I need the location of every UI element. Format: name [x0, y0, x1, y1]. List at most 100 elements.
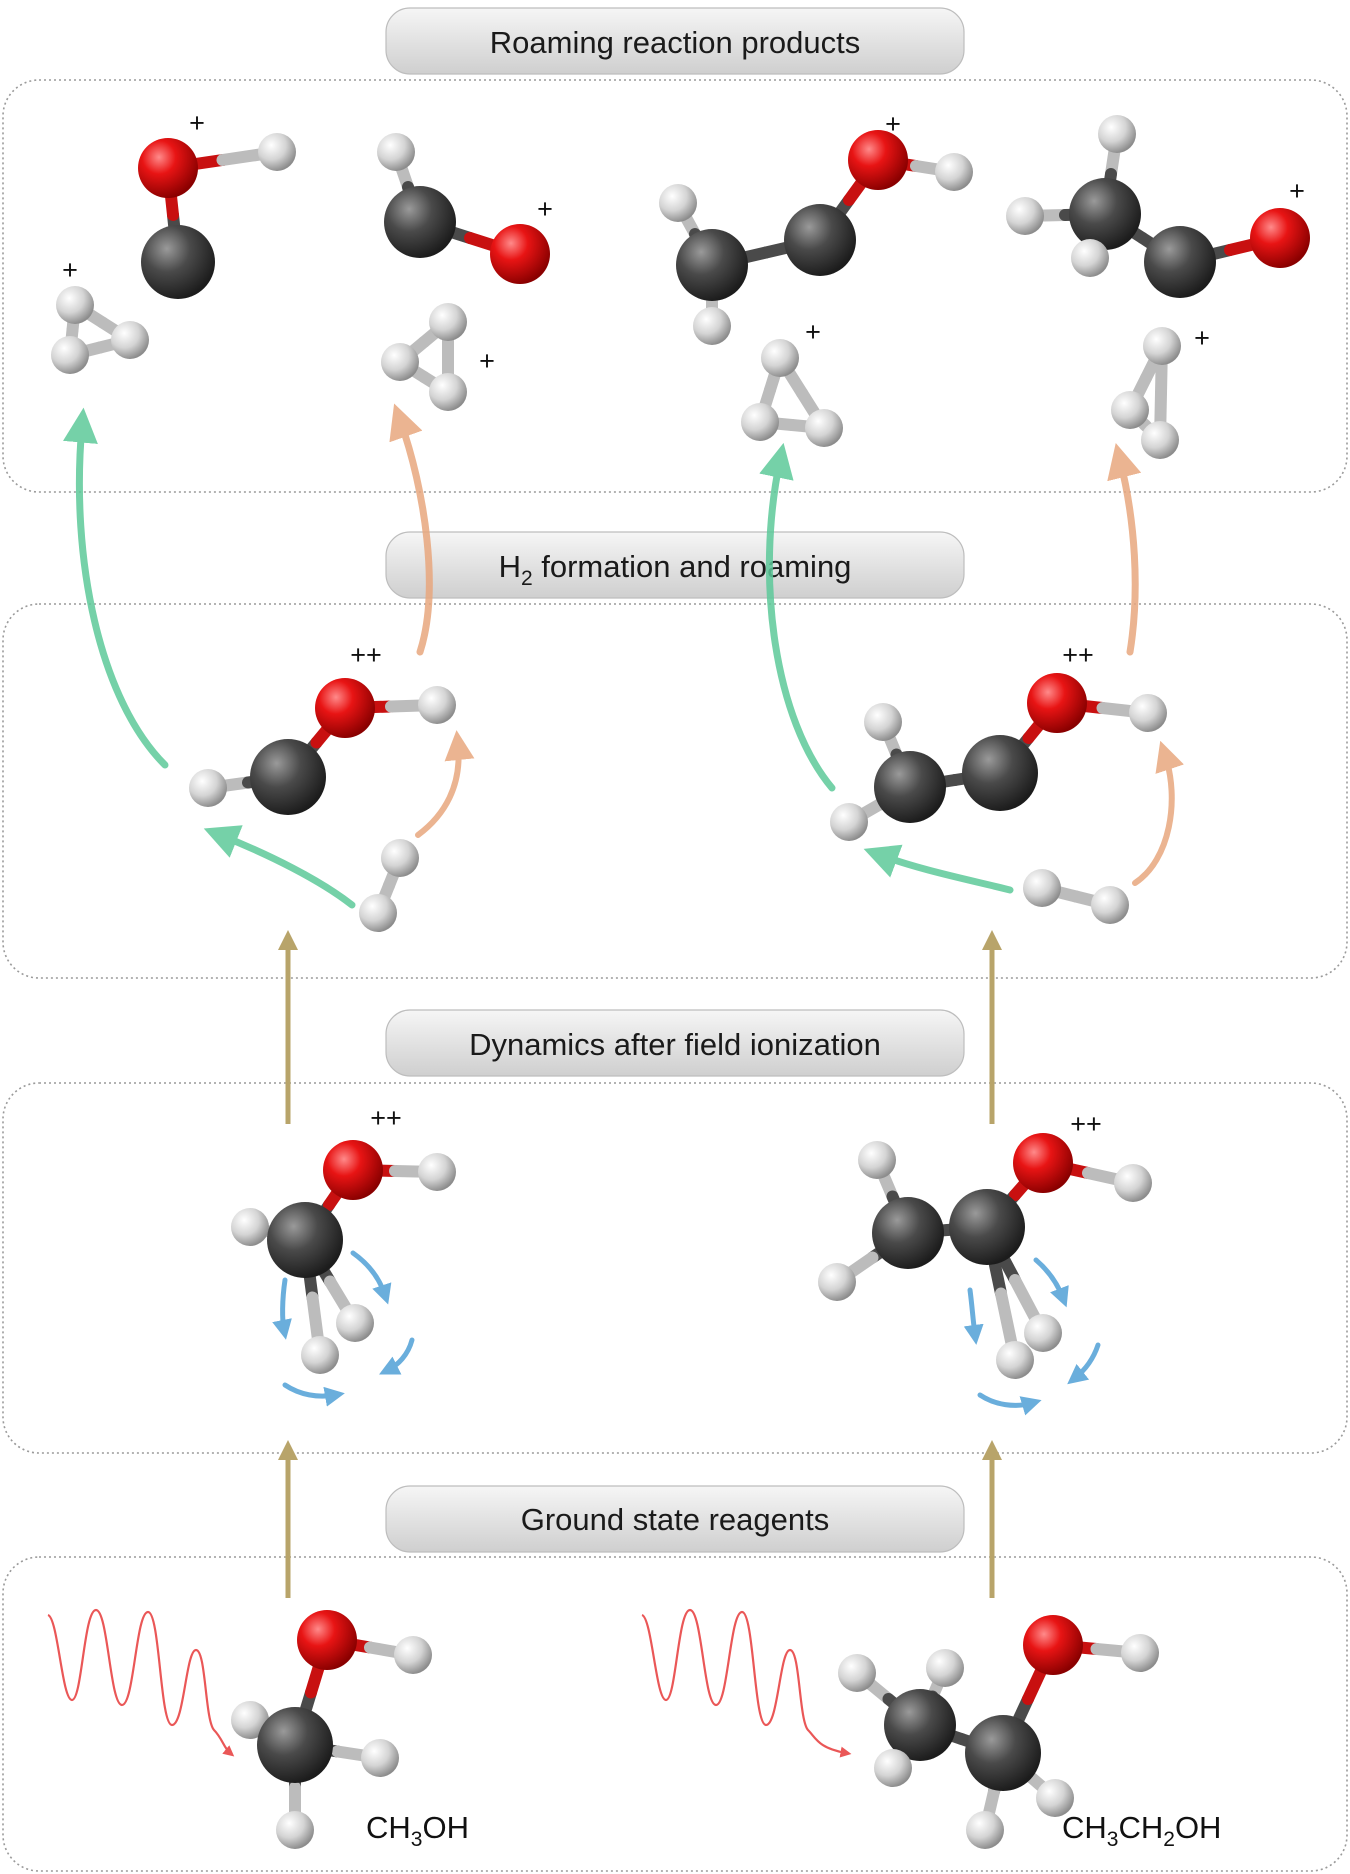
carbon-atom — [141, 225, 215, 299]
charge-label: + — [62, 255, 78, 285]
banner-h2-formation-label: H2 formation and roaming — [499, 549, 852, 590]
hydrogen-atom — [805, 409, 843, 447]
ethanol-formula: CH3CH2OH — [1062, 1810, 1221, 1851]
blue-motion-arrow — [1067, 1342, 1101, 1385]
hydrogen-atom — [1114, 1164, 1152, 1202]
orange-path-arrow — [415, 730, 475, 838]
green-path-arrow — [63, 407, 169, 769]
charge-label: + — [885, 109, 901, 139]
banner-dynamics: Dynamics after field ionization — [385, 1009, 965, 1077]
hydrogen-atom — [996, 1341, 1034, 1379]
hydrogen-atom — [258, 133, 296, 171]
hydrogen-atom — [966, 1811, 1004, 1849]
carbon-atom — [965, 1715, 1041, 1791]
carbon-atom — [962, 735, 1038, 811]
product-c2h3o-right2 — [1006, 115, 1310, 298]
hydrogen-atom — [818, 1263, 856, 1301]
hydrogen-atom — [381, 839, 419, 877]
hydrogen-atom — [926, 1649, 964, 1687]
hydrogen-atom — [830, 803, 868, 841]
panel-h2-formation — [2, 603, 1348, 979]
hydrogen-atom — [1098, 115, 1136, 153]
hydrogen-atom — [874, 1749, 912, 1787]
hydrogen-atom — [1006, 197, 1044, 235]
hydrogen-atom — [858, 1141, 896, 1179]
oxygen-atom — [138, 138, 198, 198]
hydrogen-atom — [659, 184, 697, 222]
carbon-atom — [872, 1197, 944, 1269]
vibration-arrows — [272, 1250, 1101, 1416]
laser-pulse-icon — [641, 1608, 852, 1758]
product-c2h3o-right — [659, 130, 973, 345]
carbon-atom — [250, 739, 326, 815]
green-path-arrow — [203, 825, 356, 909]
laser-pulses — [47, 1608, 852, 1758]
hydrogen-atom — [1071, 239, 1109, 277]
product-h3-left2 — [381, 303, 467, 411]
hydrogen-atom — [276, 1811, 314, 1849]
carbon-atom — [784, 204, 856, 276]
banner-ground-label: Ground state reagents — [521, 1502, 829, 1537]
hydrogen-atom — [761, 339, 799, 377]
oxygen-atom — [323, 1140, 383, 1200]
blue-motion-arrow — [1033, 1257, 1069, 1308]
hydrogen-atom — [1141, 421, 1179, 459]
charges: + + + + + + + + ++ ++ ++ ++ — [62, 108, 1305, 1139]
carbon-atom — [267, 1202, 343, 1278]
charge-label: ++ — [1070, 1109, 1102, 1139]
hydrogen-atom — [361, 1739, 399, 1777]
hydrogen-atom — [231, 1208, 269, 1246]
roaming-methanol — [189, 678, 456, 932]
ground-methanol — [231, 1610, 432, 1849]
hydrogen-atom — [935, 153, 973, 191]
blue-motion-arrow — [350, 1250, 392, 1305]
product-h3-left — [51, 286, 149, 374]
charge-label: + — [1289, 176, 1305, 206]
hydrogen-atom — [336, 1304, 374, 1342]
carbon-atom — [884, 1689, 956, 1761]
oxygen-atom — [1013, 1133, 1073, 1193]
blue-motion-arrow — [379, 1337, 415, 1375]
hydrogen-atom — [1024, 1314, 1062, 1352]
hydrogen-atom — [301, 1336, 339, 1374]
hydrogen-atom — [51, 336, 89, 374]
panel-dynamics — [2, 1082, 1348, 1454]
blue-motion-arrow — [977, 1392, 1042, 1416]
orange-path-arrow — [1107, 443, 1142, 656]
hydrogen-atom — [741, 403, 779, 441]
charge-label: + — [479, 346, 495, 376]
carbon-atom — [257, 1707, 333, 1783]
hydrogen-atom — [429, 373, 467, 411]
oxygen-atom — [490, 224, 550, 284]
banner-products: Roaming reaction products — [385, 7, 965, 75]
carbon-atom — [949, 1189, 1025, 1265]
hydrogen-atom — [189, 769, 227, 807]
hydrogen-atom — [359, 894, 397, 932]
hydrogen-atom — [864, 703, 902, 741]
hydrogen-atom — [1023, 869, 1061, 907]
hydrogen-atom — [429, 303, 467, 341]
product-h3-right2 — [1111, 327, 1181, 459]
hydrogen-atom — [1036, 1779, 1074, 1817]
oxygen-atom — [1027, 673, 1087, 733]
banner-h2-formation: H2 formation and roaming — [385, 531, 965, 599]
panel-ground — [2, 1556, 1348, 1872]
hydrogen-atom — [394, 1636, 432, 1674]
hydrogen-atom — [693, 307, 731, 345]
hydrogen-atom — [1129, 694, 1167, 732]
transition-arrows — [278, 930, 1002, 1598]
oxygen-atom — [848, 130, 908, 190]
charge-label: ++ — [370, 1103, 402, 1133]
dynamics-methanol — [231, 1140, 456, 1374]
blue-motion-arrow — [282, 1382, 345, 1407]
laser-pulse-icon — [47, 1608, 235, 1757]
oxygen-atom — [297, 1610, 357, 1670]
charge-label: ++ — [350, 640, 382, 670]
hydrogen-atom — [418, 1153, 456, 1191]
carbon-atom — [1069, 178, 1141, 250]
charge-label: + — [805, 317, 821, 347]
carbon-atom — [676, 229, 748, 301]
blue-motion-arrow — [272, 1277, 292, 1340]
banner-products-label: Roaming reaction products — [490, 25, 860, 60]
